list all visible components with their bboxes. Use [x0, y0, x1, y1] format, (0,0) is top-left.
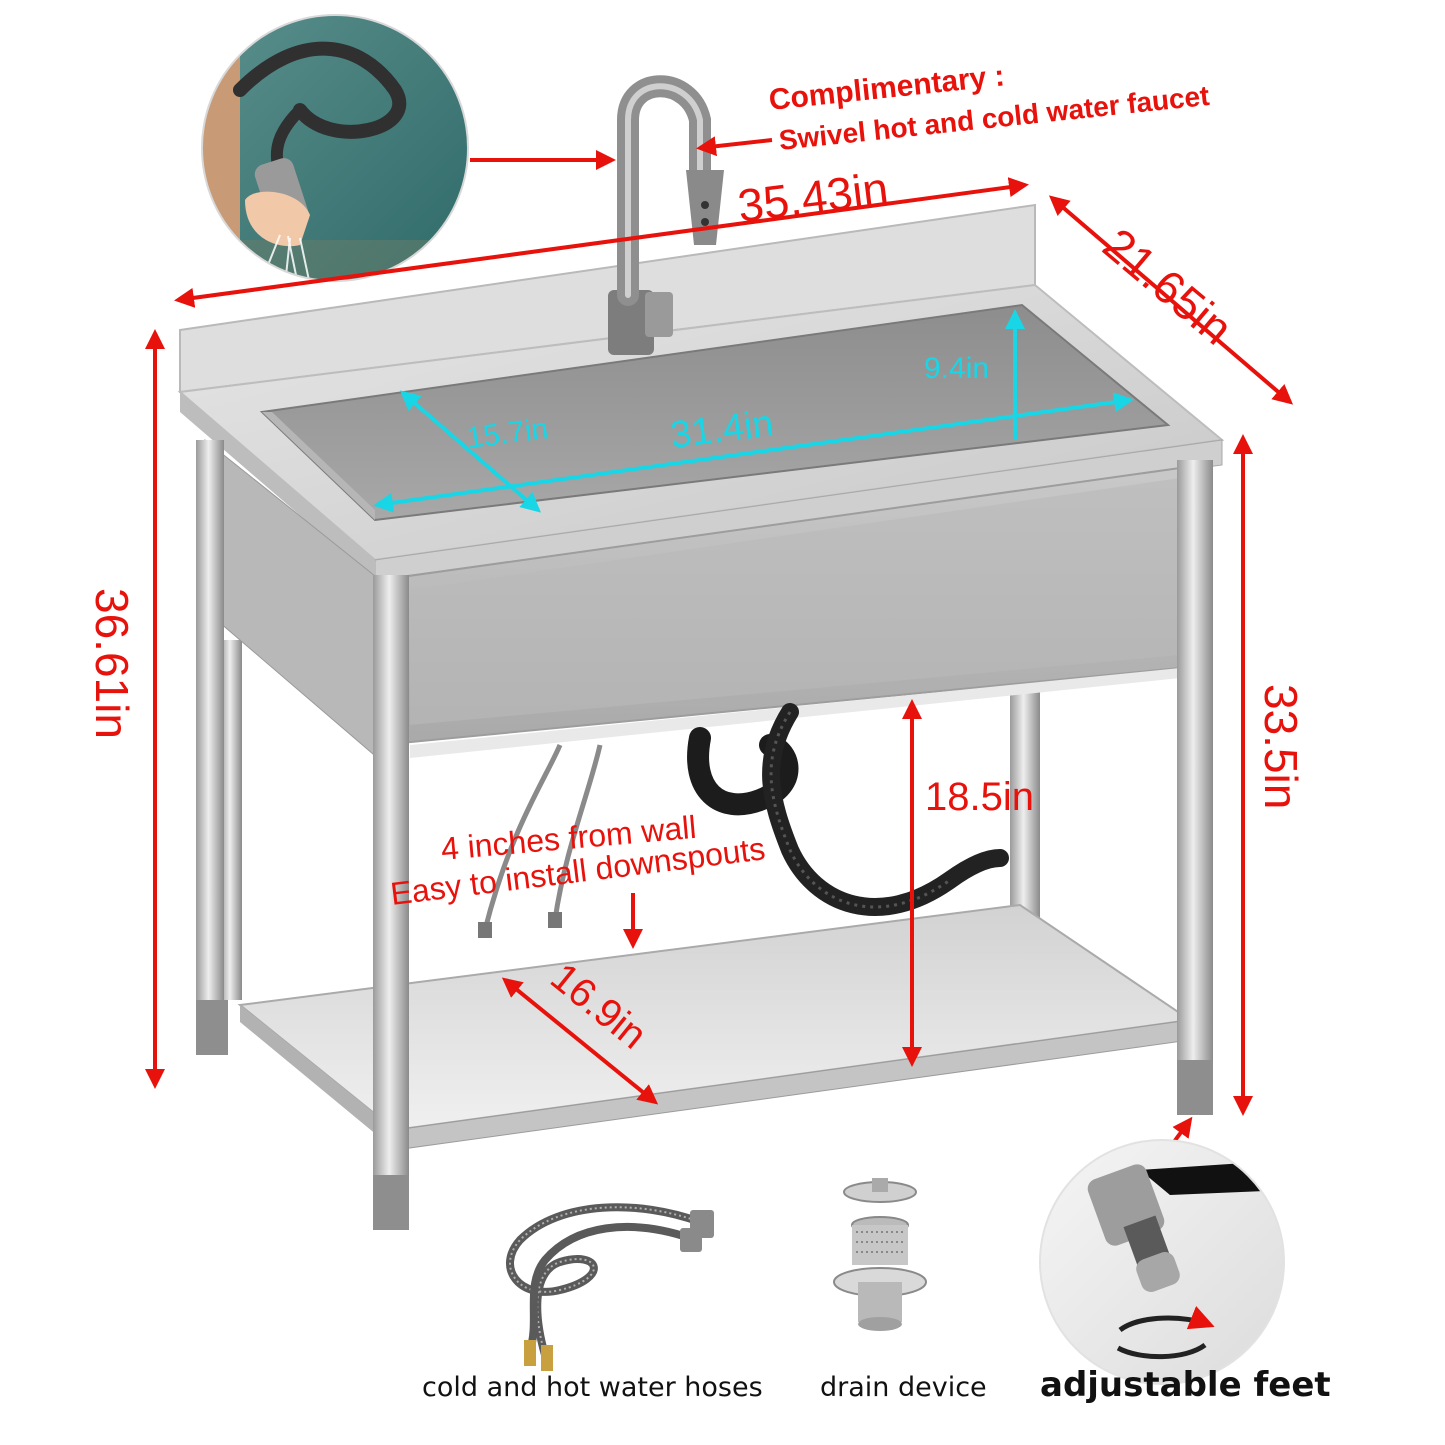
sink-body: [177, 203, 1225, 1230]
supply-hose-left: [482, 744, 563, 931]
back-left-leg-inner: [220, 640, 242, 1000]
width-arrow: [174, 177, 1029, 308]
front-right-foot: [1177, 1060, 1213, 1115]
rear-left-foot: [196, 1000, 228, 1055]
depth-label: 21.65in: [1094, 218, 1243, 355]
drain-hose-ribs: [769, 711, 951, 909]
faucet-highlight: [625, 83, 703, 298]
faucet-handle: [645, 292, 673, 337]
front-left-foot: [373, 1175, 409, 1230]
drain-strainer-icon: [833, 1178, 927, 1331]
shelf-clearance-label: 18.5in: [925, 775, 1034, 819]
faucet-pointer-arrow: [696, 136, 773, 157]
counter-side-edge: [180, 392, 375, 580]
total-height-label: 36.61in: [86, 588, 138, 739]
rear-left-leg: [196, 440, 224, 1000]
bowl-length-arrow: [373, 392, 1134, 513]
hose-nut-right: [548, 912, 562, 928]
width-label: 35.43in: [735, 162, 891, 232]
feet-caption: adjustable feet: [1040, 1365, 1331, 1405]
apron-inner-face: [410, 478, 1180, 725]
bowl-left-wall: [262, 412, 375, 520]
sprayer-button: [701, 201, 709, 209]
bowl-depth-label: 9.4in: [924, 352, 989, 385]
shelf-side-edge: [240, 1005, 395, 1150]
front-right-leg: [1177, 460, 1213, 1060]
supply-hose-right: [552, 744, 603, 921]
hoses-caption: cold and hot water hoses: [422, 1372, 763, 1403]
dimension-arrows-cyan: [373, 309, 1134, 513]
pull-down-sprayer-icon: [201, 14, 469, 282]
depth-arrow: [1048, 195, 1294, 405]
shelf-depth-arrow: [501, 977, 659, 1105]
braided-hose-icon: [506, 1203, 714, 1371]
sprayer-button: [701, 218, 709, 226]
p-trap: [687, 727, 799, 816]
dimension-arrows-red: [145, 136, 1294, 1152]
drain-caption: drain device: [820, 1372, 987, 1403]
counter-height-label: 33.5in: [1255, 684, 1307, 809]
front-left-leg: [373, 575, 409, 1175]
hose-nut-left: [478, 922, 492, 938]
adjustable-foot-icon: [1039, 1139, 1285, 1385]
